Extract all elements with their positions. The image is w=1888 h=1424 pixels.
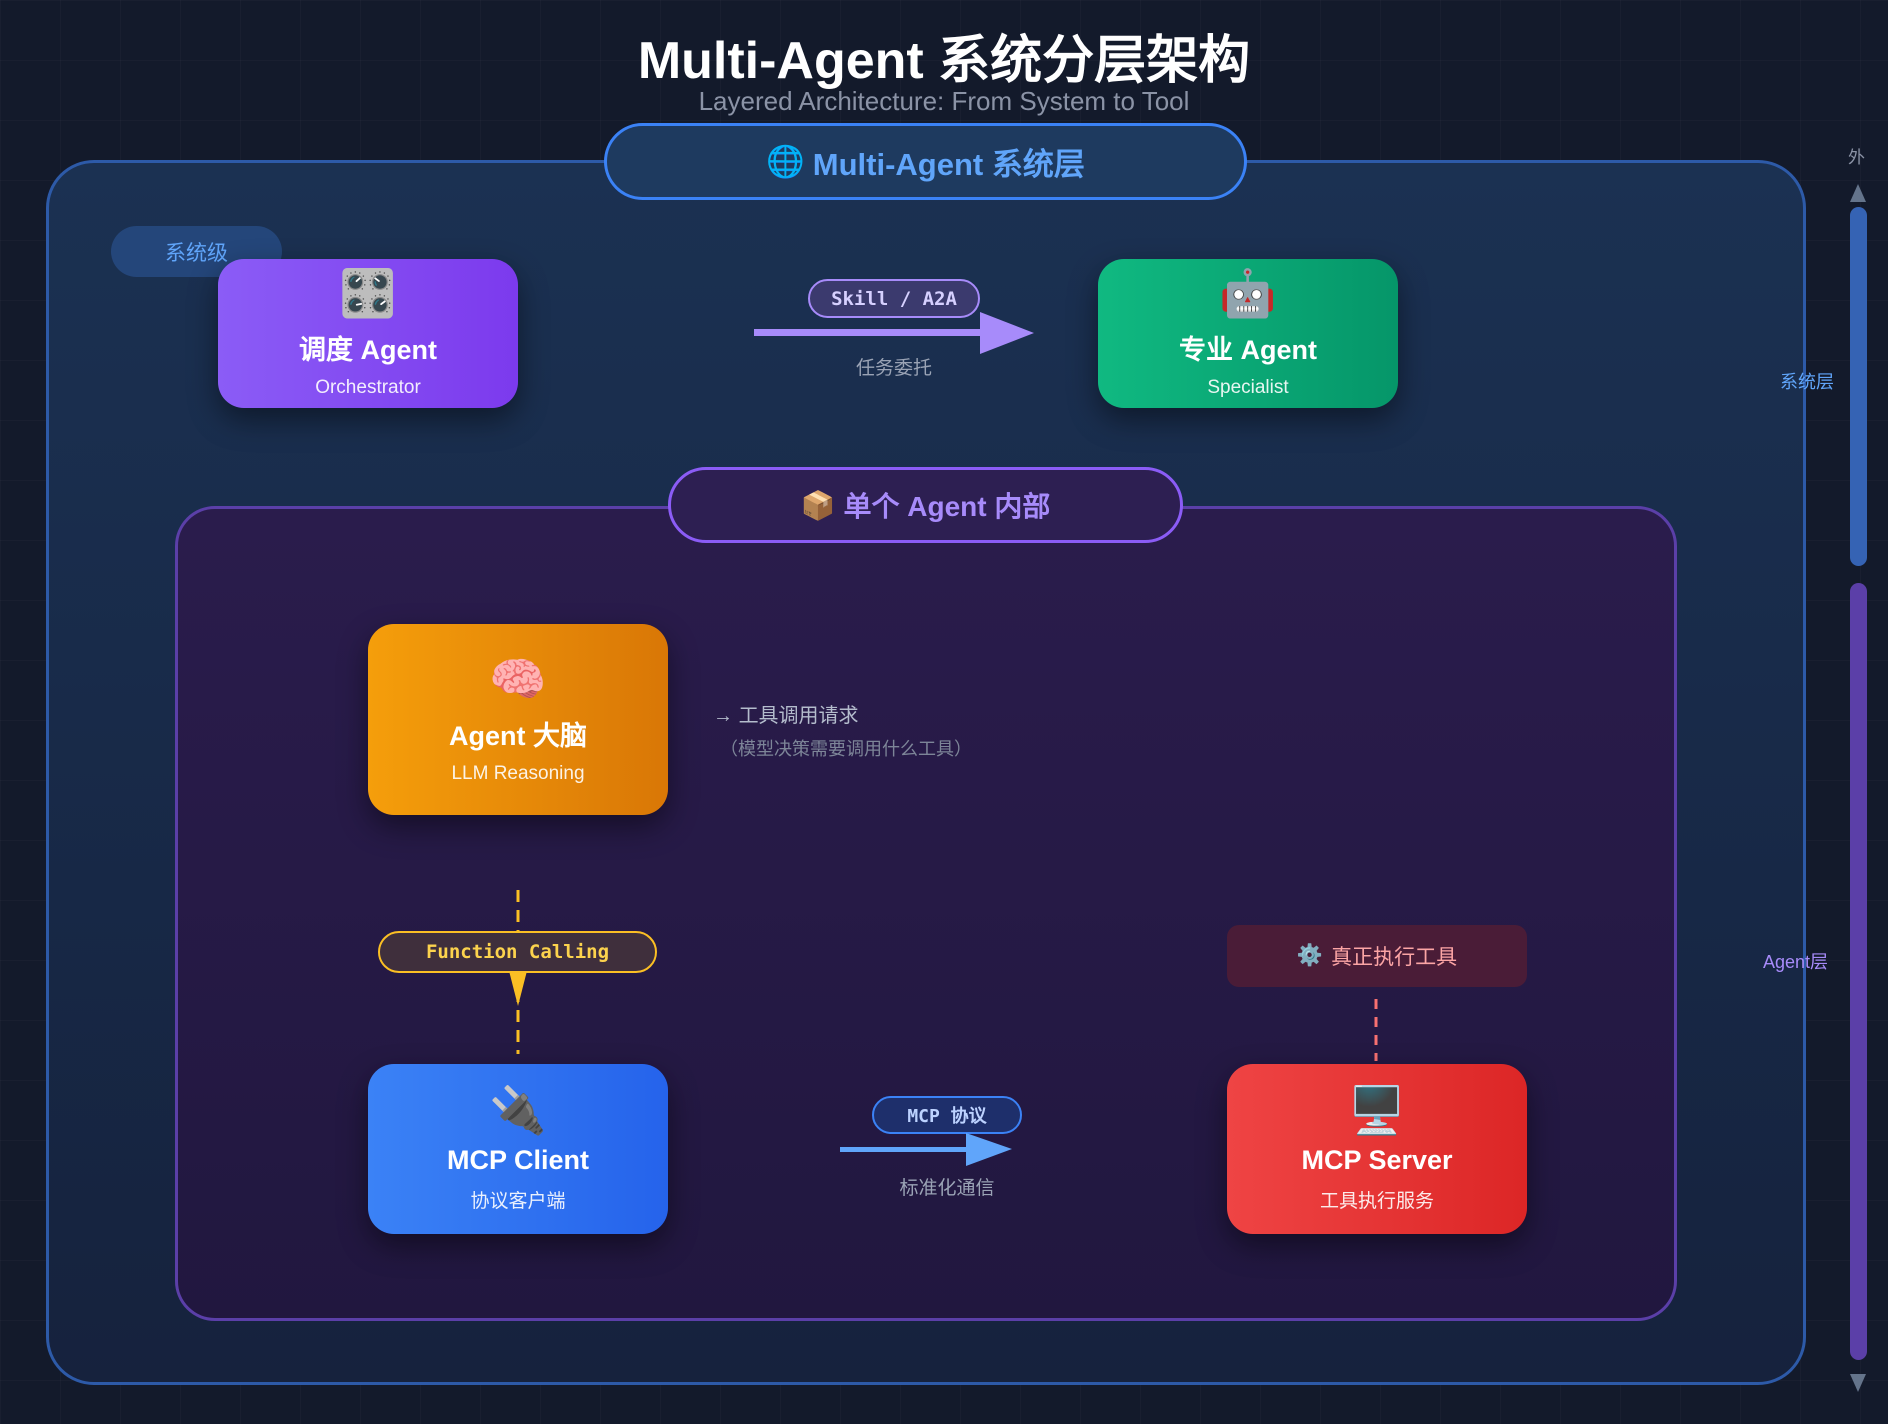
mcp-server-card[interactable]: 🖥️ MCP Server 工具执行服务 xyxy=(1227,1064,1527,1234)
robot-icon: 🤖 xyxy=(1219,266,1277,319)
mcp-protocol-label: 标准化通信 xyxy=(899,1178,995,1199)
mcp-client-card[interactable]: 🔌 MCP Client 协议客户端 xyxy=(368,1064,668,1234)
server-connector-line xyxy=(1374,999,1378,1061)
function-calling-arrow xyxy=(507,890,529,1054)
globe-icon: 🌐 xyxy=(766,144,805,179)
card-subtitle: Orchestrator xyxy=(315,377,421,399)
delegation-arrow xyxy=(754,312,1034,354)
orchestrator-card[interactable]: 🎛️ 调度 Agent Orchestrator xyxy=(218,259,518,408)
gear-icon: ⚙️ xyxy=(1296,944,1324,967)
brain-icon: 🧠 xyxy=(489,652,547,705)
page-subtitle: Layered Architecture: From System to Too… xyxy=(698,86,1190,116)
agent-layer-side-label: Agent层 xyxy=(1763,952,1829,972)
card-subtitle: 协议客户端 xyxy=(470,1191,566,1213)
mcp-protocol-arrow xyxy=(840,1133,1012,1166)
card-title: 调度 Agent xyxy=(299,335,437,366)
tool-request-title: 工具调用请求 xyxy=(738,705,859,727)
tool-execution-label: 真正执行工具 xyxy=(1331,946,1458,969)
arrow-right-icon: → xyxy=(713,705,733,727)
mcp-protocol-pill: MCP 协议 xyxy=(872,1096,1022,1134)
tool-request-label: → 工具调用请求 xyxy=(713,699,859,728)
agent-layer-title: 单个 Agent 内部 xyxy=(843,491,1051,522)
package-icon: 📦 xyxy=(800,489,836,521)
plug-icon: 🔌 xyxy=(489,1083,547,1136)
specialist-card[interactable]: 🤖 专业 Agent Specialist xyxy=(1098,259,1398,408)
system-layer-title: Multi-Agent 系统层 xyxy=(812,147,1085,182)
card-subtitle: LLM Reasoning xyxy=(451,763,585,785)
function-calling-pill: Function Calling xyxy=(378,931,657,973)
tool-execution-note: ⚙️ 真正执行工具 xyxy=(1227,925,1527,987)
card-subtitle: Specialist xyxy=(1207,377,1289,399)
card-title: MCP Client xyxy=(446,1145,589,1176)
delegation-label: 任务委托 xyxy=(855,358,932,379)
system-layer-bar xyxy=(1850,207,1867,566)
computer-icon: 🖥️ xyxy=(1348,1083,1406,1136)
outer-label: 外 xyxy=(1848,148,1865,167)
tool-request-note: （模型决策需要调用什么工具） xyxy=(720,739,972,759)
card-title: Agent 大脑 xyxy=(449,721,587,752)
card-title: 专业 Agent xyxy=(1179,335,1317,366)
agent-layer-bar xyxy=(1850,583,1867,1360)
control-knobs-icon: 🎛️ xyxy=(339,266,397,319)
agent-brain-card[interactable]: 🧠 Agent 大脑 LLM Reasoning xyxy=(368,624,668,815)
arrow-down-icon xyxy=(1850,1374,1866,1392)
page-title: Multi-Agent 系统分层架构 xyxy=(637,32,1251,90)
system-level-badge: 系统级 xyxy=(111,226,282,277)
system-layer-side-label: 系统层 xyxy=(1780,372,1834,392)
card-title: MCP Server xyxy=(1301,1145,1453,1176)
skill-a2a-pill: Skill / A2A xyxy=(808,279,980,318)
system-layer-header: 🌐Multi-Agent 系统层 xyxy=(604,123,1247,200)
card-subtitle: 工具执行服务 xyxy=(1319,1191,1434,1213)
agent-layer-header: 📦单个 Agent 内部 xyxy=(668,467,1183,543)
arrow-up-icon xyxy=(1850,184,1866,202)
